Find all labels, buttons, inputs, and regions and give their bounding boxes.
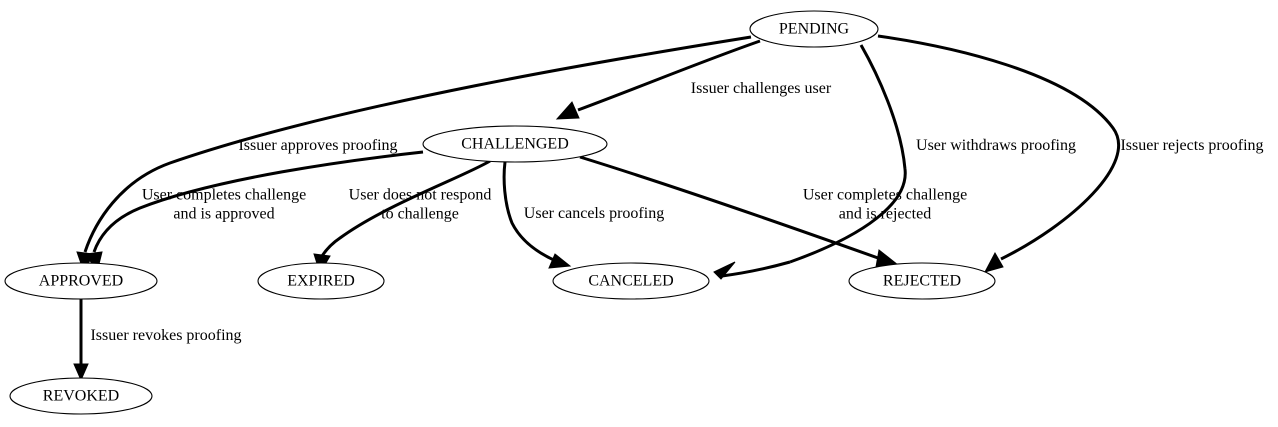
node-label-canceled: CANCELED	[588, 273, 673, 290]
edge-path	[721, 260, 791, 278]
edge-path	[320, 159, 491, 257]
arrowhead-icon	[713, 261, 736, 280]
arrowhead-icon	[73, 363, 89, 382]
edge-approved-to-revoked	[73, 299, 89, 382]
edge-label-challenged-canceled: User cancels proofing	[524, 205, 664, 222]
node-approved[interactable]: APPROVED	[4, 262, 158, 300]
edge-path	[877, 34, 1121, 261]
node-label-rejected: REJECTED	[883, 273, 961, 290]
node-label-approved: APPROVED	[39, 273, 123, 290]
edge-path	[502, 161, 557, 263]
node-label-challenged: CHALLENGED	[461, 136, 569, 153]
edge-label-pending-rejected: Issuer rejects proofing	[1120, 137, 1263, 154]
node-ellipse	[4, 262, 158, 300]
node-pending[interactable]: PENDING	[749, 10, 879, 48]
node-revoked[interactable]: REVOKED	[9, 377, 153, 415]
edge-label-approved-revoked: Issuer revokes proofing	[90, 327, 241, 344]
node-expired[interactable]: EXPIRED	[257, 262, 385, 300]
node-ellipse	[552, 262, 710, 300]
edge-path	[789, 44, 907, 264]
edge-label-pending-challenged: Issuer challenges user	[691, 80, 832, 97]
edge-challenged-to-rejected	[579, 155, 900, 268]
arrowhead-icon	[548, 253, 572, 269]
edge-path	[83, 35, 752, 253]
node-ellipse	[749, 10, 879, 48]
edge-challenged-to-canceled	[502, 161, 572, 269]
node-label-revoked: REVOKED	[43, 388, 119, 405]
node-label-expired: EXPIRED	[287, 273, 355, 290]
node-ellipse	[9, 377, 153, 415]
node-ellipse	[848, 262, 996, 300]
edge-pending-to-challenged	[555, 39, 761, 120]
edge-path	[92, 150, 424, 253]
edge-pending-to-rejected	[877, 34, 1121, 273]
arrowhead-icon	[555, 101, 580, 120]
edge-pending-to-canceled	[713, 44, 907, 280]
node-label-pending: PENDING	[779, 21, 850, 38]
edge-label-pending-canceled: User withdraws proofing	[916, 137, 1076, 154]
node-ellipse	[422, 125, 608, 163]
node-canceled[interactable]: CANCELED	[552, 262, 710, 300]
node-ellipse	[257, 262, 385, 300]
node-rejected[interactable]: REJECTED	[848, 262, 996, 300]
node-challenged[interactable]: CHALLENGED	[422, 125, 608, 163]
edge-label-pending-approved: Issuer approves proofing	[238, 137, 397, 154]
edge-path	[579, 155, 879, 260]
edge-path	[577, 39, 761, 112]
arrowhead-icon	[984, 251, 1004, 273]
